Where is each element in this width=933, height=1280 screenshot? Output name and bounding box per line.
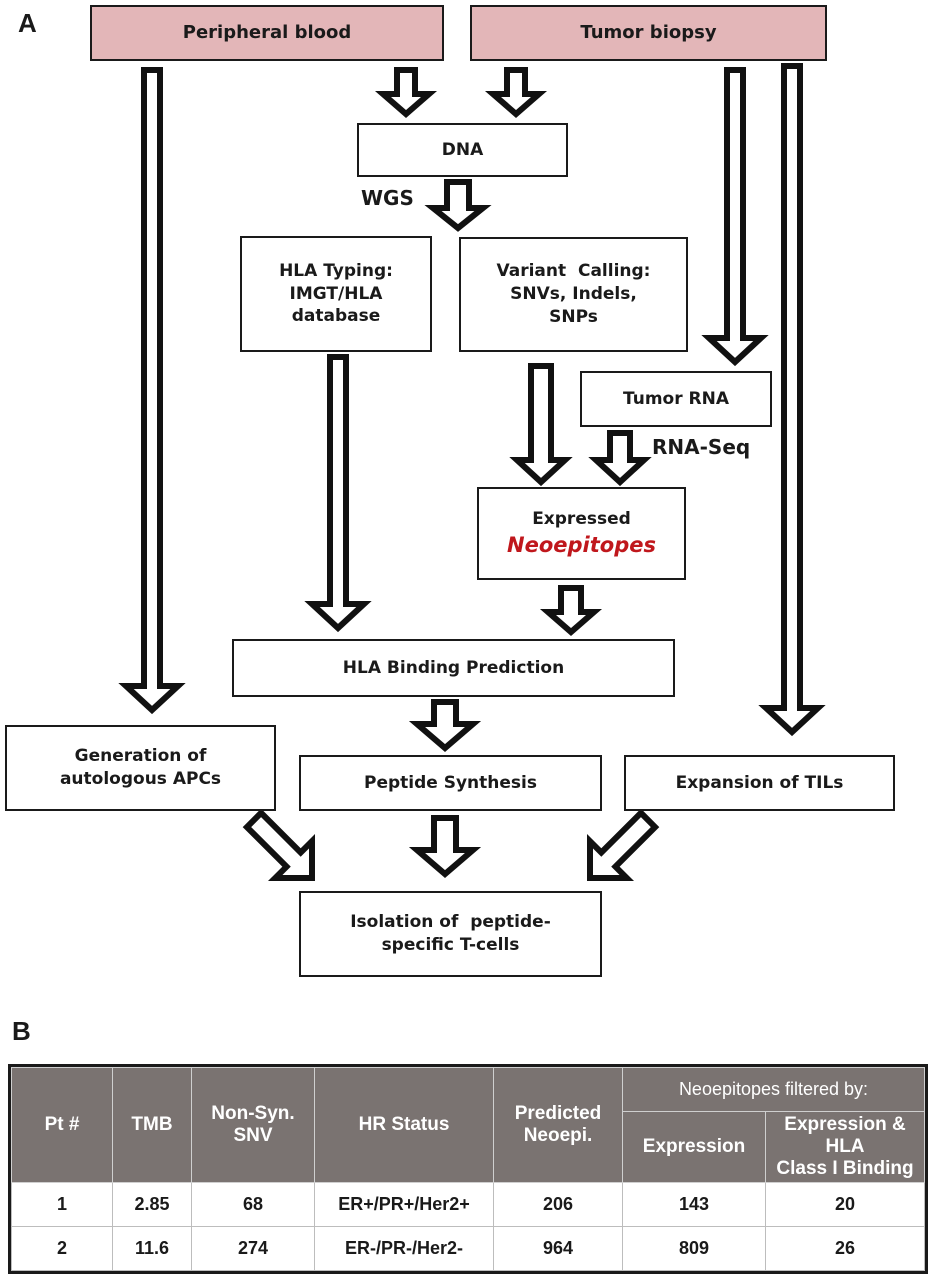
arrow-dna-to-variant (424, 179, 492, 232)
cell-pred: 206 (493, 1182, 623, 1227)
cell-pred: 964 (493, 1226, 623, 1271)
arrow-apc-to-isolation-group (242, 808, 316, 882)
col-pt: Pt # (11, 1067, 113, 1183)
arrow-neoepitopes-to-binding (539, 585, 603, 636)
cell-hla: 20 (765, 1182, 925, 1227)
arrow-variant-to-neoepitopes (509, 363, 573, 487)
neoepitopes-text: Neoepitopes (507, 532, 656, 557)
arrow-biopsy-to-dna (484, 67, 548, 118)
variant-calling-box: Variant Calling:SNVs, Indels,SNPs (459, 237, 688, 352)
peripheral-blood-box: Peripheral blood (90, 5, 444, 61)
cell-hr: ER+/PR+/Her2+ (314, 1182, 494, 1227)
arrow-biopsy-to-rna (701, 67, 769, 367)
cell-expr: 809 (622, 1226, 766, 1271)
arrow-apc-to-isolation (242, 808, 316, 882)
til-expansion-box: Expansion of TILs (624, 755, 895, 811)
arrow-tils-to-isolation (586, 808, 660, 882)
arrow-hla-typing-to-binding (304, 354, 372, 633)
cell-pt: 2 (11, 1226, 113, 1271)
neoepitope-table: Pt # TMB Non-Syn.SNV HR Status Predicted… (8, 1064, 928, 1274)
wgs-label: WGS (361, 186, 414, 210)
tumor-biopsy-box: Tumor biopsy (470, 5, 827, 61)
table-row: 1 2.85 68 ER+/PR+/Her2+ 206 143 20 (11, 1182, 925, 1227)
col-expression: Expression (622, 1111, 766, 1183)
arrow-binding-to-peptide (408, 699, 482, 752)
arrow-peptide-to-isolation (408, 815, 482, 878)
arrow-biopsy-to-tils (758, 63, 826, 737)
cell-snv: 274 (191, 1226, 315, 1271)
arrow-blood-to-dna (374, 67, 438, 118)
col-tmb: TMB (112, 1067, 192, 1183)
cell-hla: 26 (765, 1226, 925, 1271)
cell-pt: 1 (11, 1182, 113, 1227)
col-group-filtered: Neoepitopes filtered by: (622, 1067, 925, 1112)
hla-binding-prediction-box: HLA Binding Prediction (232, 639, 675, 697)
dna-box: DNA (357, 123, 568, 177)
table-row: 2 11.6 274 ER-/PR-/Her2- 964 809 26 (11, 1226, 925, 1271)
cell-hr: ER-/PR-/Her2- (314, 1226, 494, 1271)
cell-tmb: 2.85 (112, 1182, 192, 1227)
arrow-tils-to-isolation-group (586, 808, 660, 882)
arrow-rna-to-neoepitopes (588, 430, 652, 487)
tcell-isolation-box: Isolation of peptide-specific T-cells (299, 891, 602, 977)
tumor-rna-box: Tumor RNA (580, 371, 772, 427)
col-hr-status: HR Status (314, 1067, 494, 1183)
arrow-blood-to-apc (118, 67, 186, 715)
cell-expr: 143 (622, 1182, 766, 1227)
panel-label-b: B (12, 1016, 31, 1046)
rna-seq-label: RNA-Seq (652, 435, 751, 459)
cell-snv: 68 (191, 1182, 315, 1227)
cell-tmb: 11.6 (112, 1226, 192, 1271)
peptide-synthesis-box: Peptide Synthesis (299, 755, 602, 811)
col-nonsyn: Non-Syn.SNV (191, 1067, 315, 1183)
flow-arrows (118, 63, 826, 882)
panel-label-a: A (18, 8, 37, 38)
